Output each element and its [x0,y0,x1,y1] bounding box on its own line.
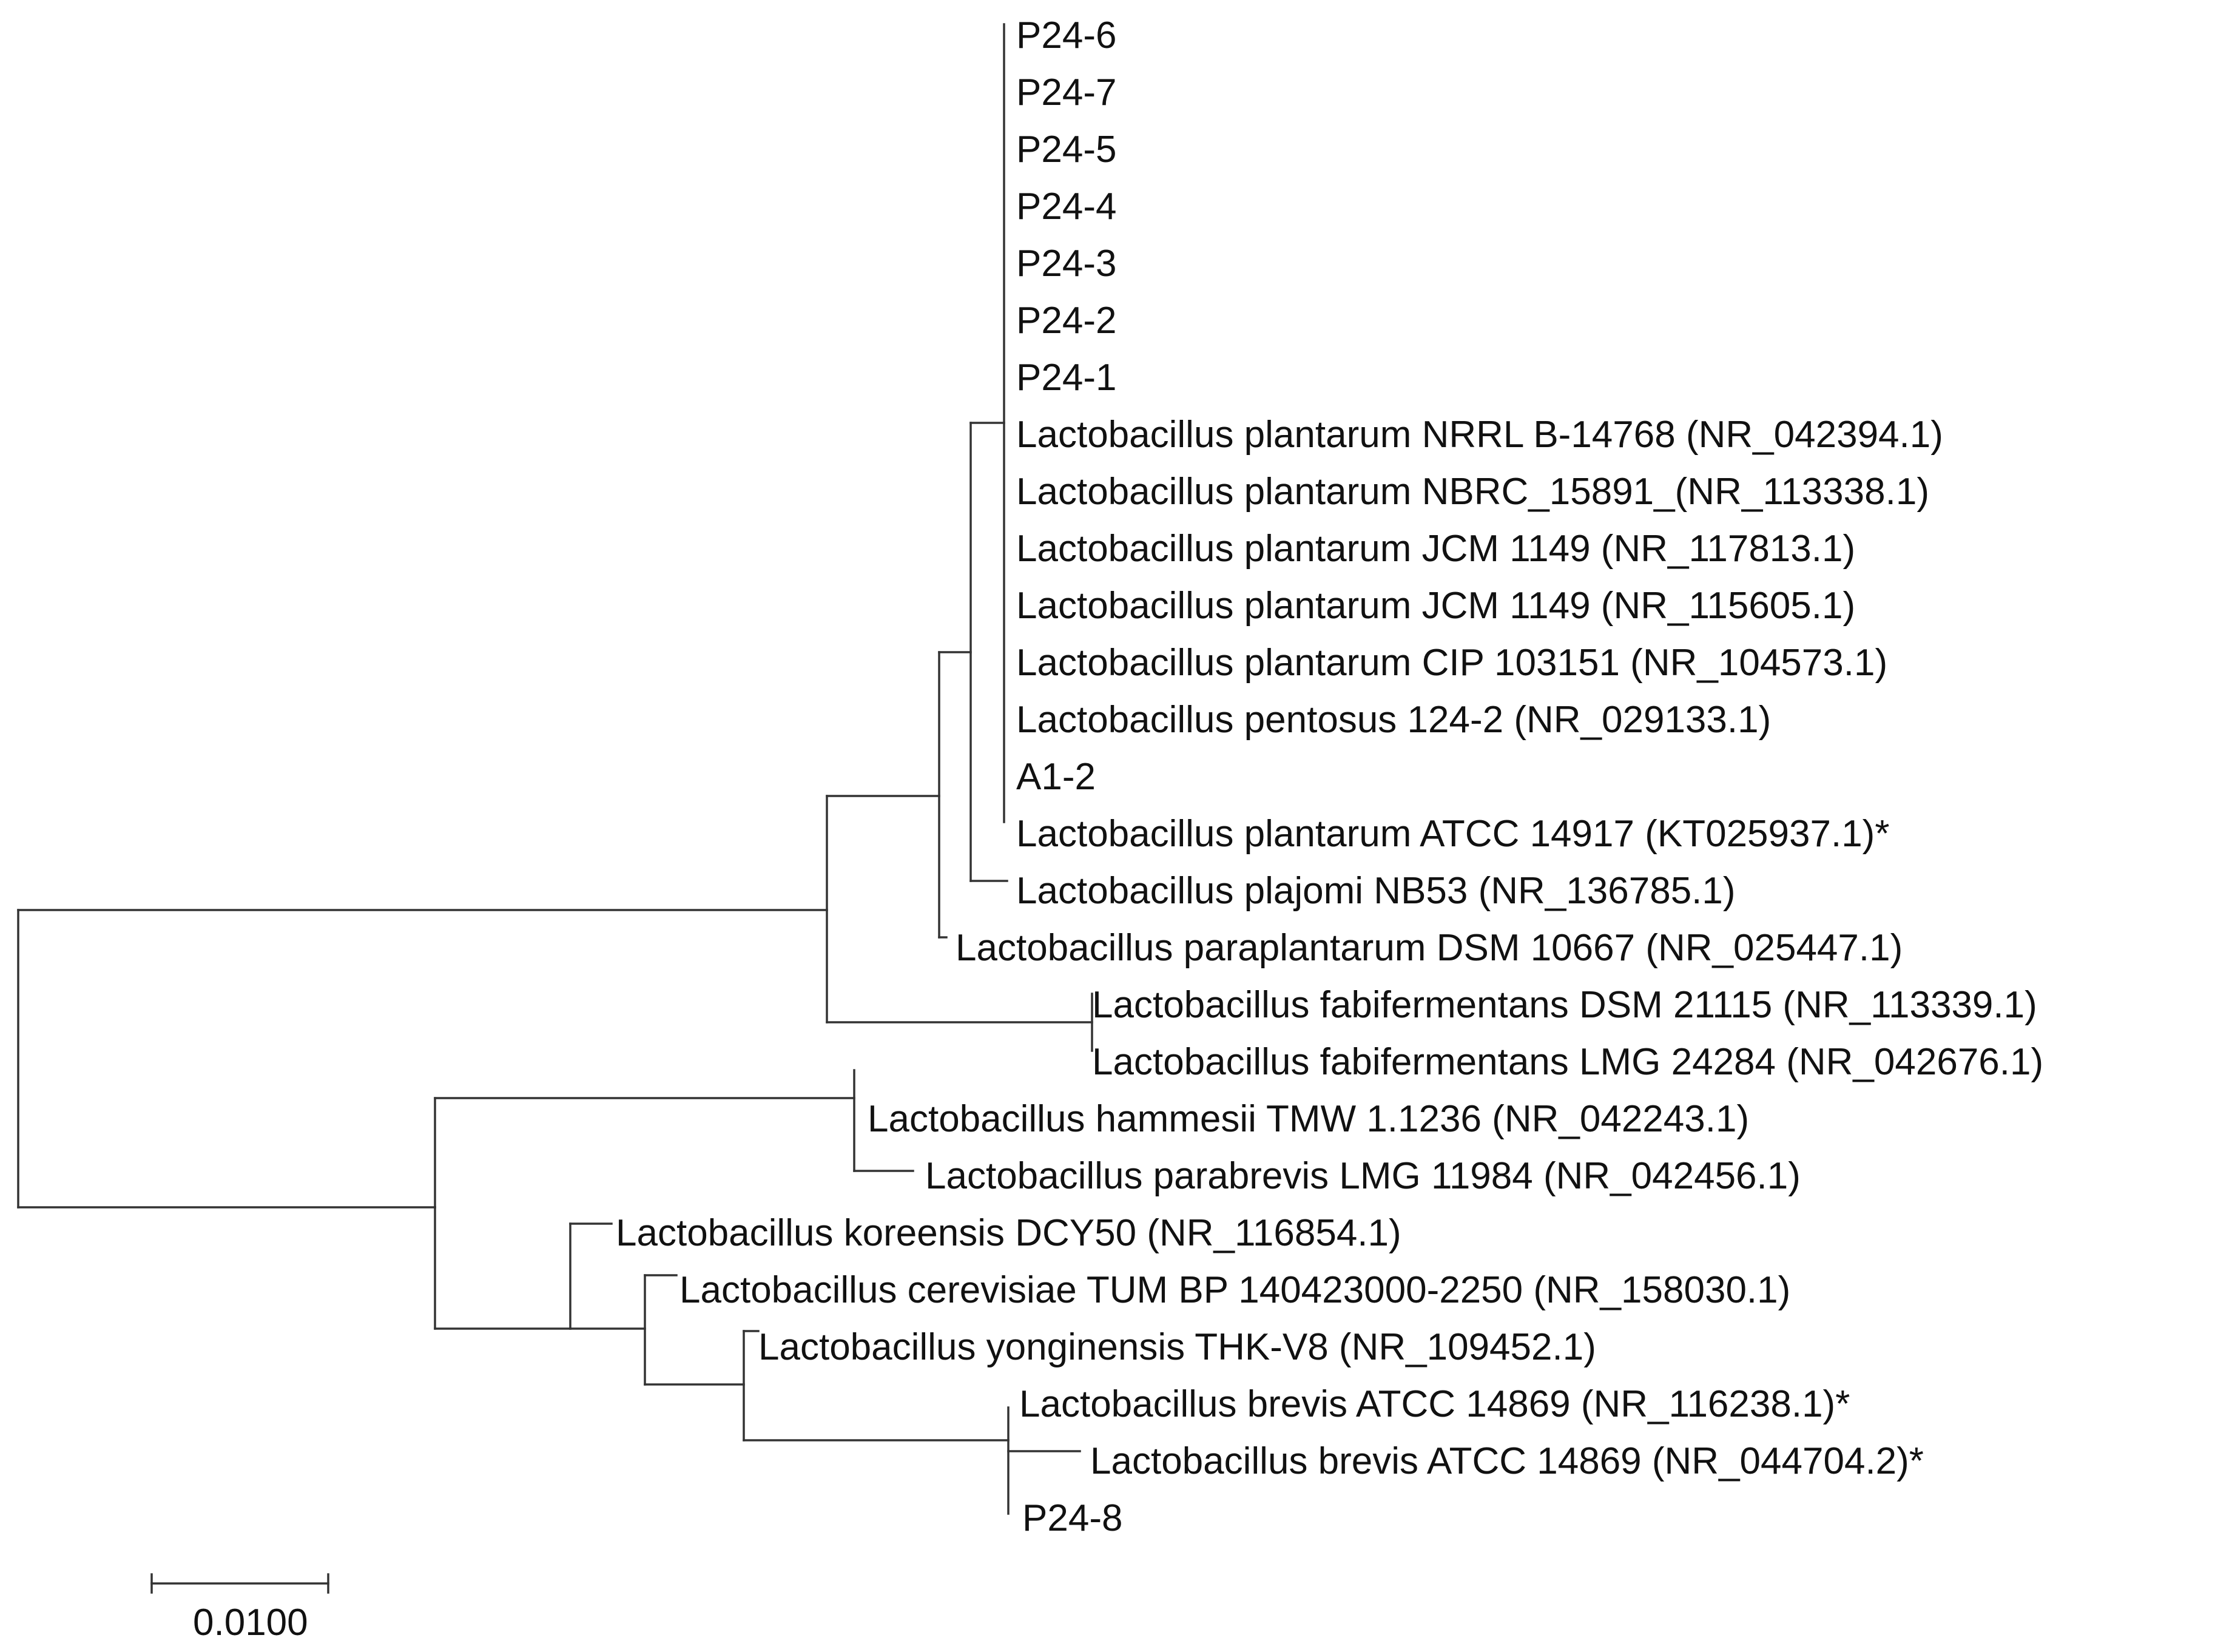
taxon-label: P24-8 [1022,1497,1122,1539]
species-name: Lactobacillus plantarum [1016,642,1411,684]
taxon-label: P24-4 [1016,186,1116,228]
taxon-label: Lactobacillus fabifermentans DSM 21115 (… [1092,984,2037,1026]
strain-accession: ATCC 14917 (KT025937.1)* [1411,813,1889,855]
scale-bar-label: 0.0100 [193,1602,308,1644]
strain-accession: NRRL B-14768 (NR_042394.1) [1411,414,1943,456]
taxon-label: P24-7 [1016,72,1116,113]
species-name: Lactobacillus parabrevis [925,1155,1329,1197]
taxon-label: Lactobacillus plantarum NRRL B-14768 (NR… [1016,414,1943,456]
taxon-label: Lactobacillus plantarum JCM 1149 (NR_115… [1016,585,1855,627]
taxon-label: P24-5 [1016,129,1116,170]
tree-branches [17,23,1093,1515]
taxon-label: Lactobacillus brevis ATCC 14869 (NR_0447… [1090,1440,1924,1482]
species-name: Lactobacillus pentosus [1016,699,1397,741]
strain-accession: DSM 21115 (NR_113339.1) [1569,984,2037,1026]
taxon-label: Lactobacillus yonginensis THK-V8 (NR_109… [758,1326,1596,1368]
species-name: Lactobacillus hammesii [868,1098,1256,1140]
strain-accession: LMG 11984 (NR_042456.1) [1329,1155,1801,1197]
strain-accession: NBRC_15891_(NR_113338.1) [1411,471,1929,513]
taxon-label: P24-2 [1016,300,1116,342]
taxon-label: P24-6 [1016,15,1116,56]
species-name: Lactobacillus plantarum [1016,585,1411,627]
strain-accession: 124-2 (NR_029133.1) [1397,699,1771,741]
taxon-labels: P24-6 P24-7 P24-5 P24-4 P24-3 P24-2 P24-… [616,15,2043,1539]
strain-accession: LMG 24284 (NR_042676.1) [1569,1041,2043,1083]
taxon-label: Lactobacillus plantarum ATCC 14917 (KT02… [1016,813,1889,855]
strain-accession: DSM 10667 (NR_025447.1) [1426,927,1903,969]
strain-accession: TMW 1.1236 (NR_042243.1) [1256,1098,1749,1140]
species-name: Lactobacillus yonginensis [758,1326,1185,1368]
scale-bar: 0.0100 [150,1573,329,1644]
species-name: Lactobacillus plantarum [1016,471,1411,513]
taxon-label: Lactobacillus fabifermentans LMG 24284 (… [1092,1041,2043,1083]
taxon-label: Lactobacillus plantarum CIP 103151 (NR_1… [1016,642,1887,684]
taxon-label: A1-2 [1016,756,1096,798]
species-name: Lactobacillus plantarum [1016,813,1411,855]
strain-accession: NB53 (NR_136785.1) [1363,870,1735,912]
strain-accession: CIP 103151 (NR_104573.1) [1411,642,1887,684]
taxon-label: Lactobacillus pentosus 124-2 (NR_029133.… [1016,699,1771,741]
species-name: Lactobacillus fabifermentans [1092,1041,1569,1083]
species-name: Lactobacillus plantarum [1016,414,1411,456]
taxon-label: Lactobacillus hammesii TMW 1.1236 (NR_04… [868,1098,1749,1140]
species-name: Lactobacillus brevis [1090,1440,1418,1482]
taxon-label: Lactobacillus parabrevis LMG 11984 (NR_0… [925,1155,1801,1197]
taxon-label: P24-1 [1016,357,1116,399]
species-name: Lactobacillus plantarum [1016,528,1411,570]
species-name: Lactobacillus fabifermentans [1092,984,1569,1026]
taxon-label: Lactobacillus plantarum NBRC_15891_(NR_1… [1016,471,1929,513]
species-name: Lactobacillus cerevisiae [679,1269,1077,1311]
strain-accession: ATCC 14869 (NR_116238.1)* [1347,1383,1850,1425]
strain-accession: THK-V8 (NR_109452.1) [1185,1326,1596,1368]
taxon-label: Lactobacillus cerevisiae TUM BP 14042300… [679,1269,1790,1311]
species-name: Lactobacillus brevis [1019,1383,1347,1425]
taxon-label: Lactobacillus koreensis DCY50 (NR_116854… [616,1212,1401,1254]
species-name: Lactobacillus koreensis [616,1212,1005,1254]
taxon-label: P24-3 [1016,243,1116,285]
strain-accession: JCM 1149 (NR_117813.1) [1411,528,1855,570]
taxon-label: Lactobacillus plajomi NB53 (NR_136785.1) [1016,870,1736,912]
species-name: Lactobacillus plajomi [1016,870,1363,912]
strain-accession: DCY50 (NR_116854.1) [1005,1212,1401,1254]
taxon-label: Lactobacillus brevis ATCC 14869 (NR_1162… [1019,1383,1850,1425]
strain-accession: TUM BP 140423000-2250 (NR_158030.1) [1077,1269,1791,1311]
taxon-label: Lactobacillus paraplantarum DSM 10667 (N… [956,927,1903,969]
taxon-label: Lactobacillus plantarum JCM 1149 (NR_117… [1016,528,1855,570]
strain-accession: JCM 1149 (NR_115605.1) [1411,585,1855,627]
species-name: Lactobacillus paraplantarum [956,927,1426,969]
strain-accession: ATCC 14869 (NR_044704.2)* [1418,1440,1924,1482]
